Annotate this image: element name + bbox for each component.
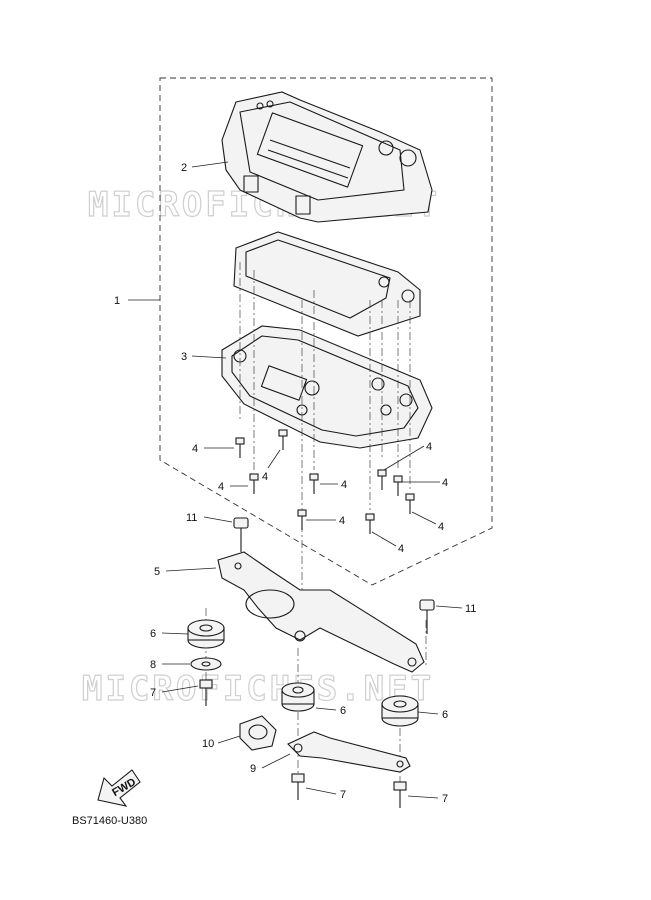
callout-4c: 4 [218,481,224,493]
forward-arrow-label: FWD [110,776,138,799]
callout-4a: 4 [192,443,198,455]
damper-6-right [381,695,419,727]
damper-6-left [187,619,225,649]
bolt-7-middle [291,773,305,800]
assembly-boundary [159,77,493,586]
meter-case-part [221,325,433,449]
washer-8 [190,657,222,671]
lower-stay-9 [287,731,411,773]
damper-6-middle [281,682,315,712]
callout-4f: 4 [426,441,432,453]
callout-2: 2 [181,162,187,174]
diagram-code: BS71460-U380 [72,815,147,827]
bolt-11-left [233,517,249,552]
watermark-bottom: MICROFICHES.NET [82,669,434,709]
callout-4i: 4 [398,543,404,555]
clamp-10 [239,715,277,751]
callout-labels: 1 2 3 4 4 4 4 4 4 4 4 4 5 6 6 6 7 7 7 8 … [114,162,476,805]
callout-1: 1 [114,295,120,307]
callout-9: 9 [250,763,256,775]
leader-lines [128,161,463,799]
callout-11b: 11 [465,603,476,615]
meter-cover-part [221,91,433,223]
callout-6a: 6 [150,628,156,640]
upper-bracket-part [217,551,425,673]
display-board-part [233,231,421,337]
callout-10: 10 [202,738,214,750]
callout-3: 3 [181,351,187,363]
callout-7b: 7 [340,789,346,801]
bolt-7-left [199,679,213,706]
callout-4e: 4 [339,515,345,527]
callout-4b: 4 [262,471,268,483]
callout-7c: 7 [442,793,448,805]
callout-4d: 4 [341,479,347,491]
callout-4g: 4 [442,477,448,489]
bolt-7-right [393,781,407,808]
screw-group-4 [235,429,415,534]
assembly-axes [205,262,427,790]
callout-7a: 7 [150,687,156,699]
bolt-11-right [419,599,435,634]
callout-11a: 11 [186,512,197,524]
callout-8: 8 [150,659,156,671]
callout-5: 5 [154,566,160,578]
callout-4h: 4 [438,521,444,533]
callout-6c: 6 [442,709,448,721]
callout-6b: 6 [340,705,346,717]
forward-arrow: FWD [97,769,141,807]
